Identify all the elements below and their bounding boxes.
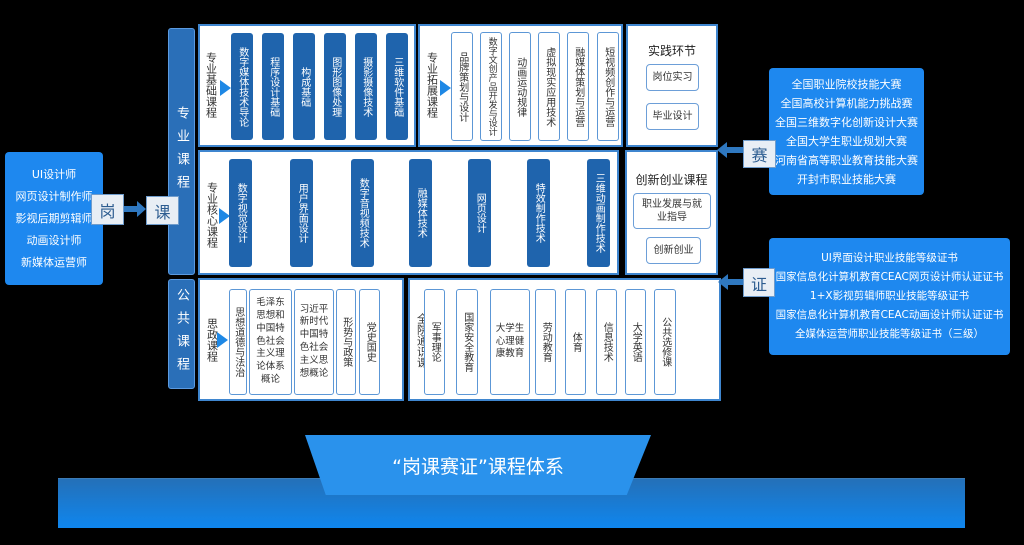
competition-tag: 赛	[743, 140, 776, 168]
course-tile: 大学生心理健康教育	[490, 289, 530, 395]
course-tile: 体育	[565, 289, 586, 395]
jobs-box: UI设计师 网页设计制作师 影视后期剪辑师 动画设计师 新媒体运营师	[5, 152, 103, 285]
competition-item: 全国大学生职业规划大赛	[786, 134, 907, 148]
competition-item: 全国高校计算机能力挑战赛	[780, 96, 913, 110]
job-item: UI设计师	[31, 167, 77, 181]
job-to-course-arrow	[124, 206, 138, 212]
foundation-label: 专业基础课程	[204, 52, 218, 118]
arrow-left-icon	[718, 274, 728, 290]
job-tag: 岗	[91, 194, 124, 225]
certificate-item: 全媒体运营师职业技能等级证书（三级）	[795, 328, 984, 340]
competition-item: 河南省高等职业教育技能大赛	[775, 153, 918, 167]
job-item: 新媒体运营师	[21, 255, 87, 269]
course-tile: 程序设计基础	[262, 33, 284, 140]
innovation-title: 创新创业课程	[635, 173, 708, 187]
course-tile: 习近平新时代中国特色社会主义思想概论	[294, 289, 334, 395]
arrow-right-icon	[217, 332, 228, 348]
certificate-arrow	[727, 279, 744, 285]
competition-item: 全国职业院校技能大赛	[791, 77, 902, 91]
course-tile: 用户界面设计	[290, 159, 313, 267]
ideology-label: 思政课程	[205, 318, 219, 362]
certificate-item: 国家信息化计算机教育CEAC网页设计师认证证书	[775, 271, 1004, 283]
course-tile: 劳动教育	[535, 289, 556, 395]
course-tile: 图形图像处理	[324, 33, 346, 140]
course-tile: 公共选修课	[654, 289, 676, 395]
course-tile: 数字媒体技术导论	[231, 33, 253, 140]
certificate-tag: 证	[743, 268, 775, 297]
course-tag: 课	[146, 196, 179, 225]
course-tile: 国家安全教育	[456, 289, 478, 395]
practice-item: 岗位实习	[646, 64, 699, 91]
arrow-right-icon	[219, 208, 230, 224]
course-tile: 数字视觉设计	[229, 159, 252, 267]
arrow-left-icon	[717, 142, 727, 158]
innovation-item: 创新创业	[646, 237, 701, 264]
professional-courses-bar: 专业课程	[168, 28, 195, 275]
course-tile: 党史国史	[359, 289, 380, 395]
course-tile: 思想道德与法治	[229, 289, 247, 395]
course-tile: 三维软件基础	[386, 33, 408, 140]
innovation-item: 职业发展与就业指导	[633, 193, 711, 229]
job-item: 影视后期剪辑师	[15, 211, 93, 225]
certificate-item: UI界面设计职业技能等级证书	[821, 252, 958, 264]
extension-label: 专业拓展课程	[425, 52, 439, 118]
course-tile: 军事理论	[424, 289, 445, 395]
course-tile: 形势与政策	[336, 289, 356, 395]
course-tile: 大学英语	[625, 289, 646, 395]
course-tile: 数字文创产品开发与设计	[480, 32, 502, 141]
course-tile: 虚拟现实应用技术	[538, 32, 560, 141]
course-tile: 特效制作技术	[527, 159, 550, 267]
competition-box: 全国职业院校技能大赛 全国高校计算机能力挑战赛 全国三维数字化创新设计大赛 全国…	[769, 68, 924, 195]
arrow-right-icon	[440, 80, 451, 96]
certificate-item: 国家信息化计算机教育CEAC动画设计师认证证书	[775, 309, 1004, 321]
course-tile: 短视频创作与运营	[597, 32, 619, 141]
practice-title: 实践环节	[647, 44, 696, 58]
course-tile: 三维动画制作技术	[587, 159, 610, 267]
course-tile: 数字音视频技术	[351, 159, 374, 267]
competition-item: 全国三维数字化创新设计大赛	[775, 115, 918, 129]
public-courses-bar: 公共课程	[168, 279, 195, 389]
course-tile: 融媒体策划与运营	[567, 32, 589, 141]
job-item: 网页设计制作师	[15, 189, 93, 203]
course-tile: 动画运动规律	[509, 32, 531, 141]
arrow-head-icon	[137, 201, 146, 217]
course-tile: 网页设计	[468, 159, 491, 267]
certificate-box: UI界面设计职业技能等级证书 国家信息化计算机教育CEAC网页设计师认证证书 1…	[769, 238, 1010, 355]
course-tile: 构成基础	[293, 33, 315, 140]
job-item: 动画设计师	[26, 233, 82, 247]
course-tile: 融媒体技术	[409, 159, 432, 267]
course-tile: 摄影摄像技术	[355, 33, 377, 140]
practice-item: 毕业设计	[646, 103, 699, 130]
competition-item: 开封市职业技能大赛	[797, 172, 896, 186]
core-label: 专业核心课程	[205, 182, 219, 248]
course-tile: 信息技术	[596, 289, 617, 395]
course-tile: 品牌策划与设计	[451, 32, 473, 141]
page-title: “岗课赛证”课程体系	[305, 435, 651, 495]
certificate-item: 1+X影视剪辑师职业技能等级证书	[809, 290, 970, 302]
arrow-right-icon	[220, 80, 231, 96]
competition-arrow	[726, 147, 744, 153]
course-tile: 毛泽东思想和中国特色社会主义理论体系概论	[249, 289, 292, 395]
